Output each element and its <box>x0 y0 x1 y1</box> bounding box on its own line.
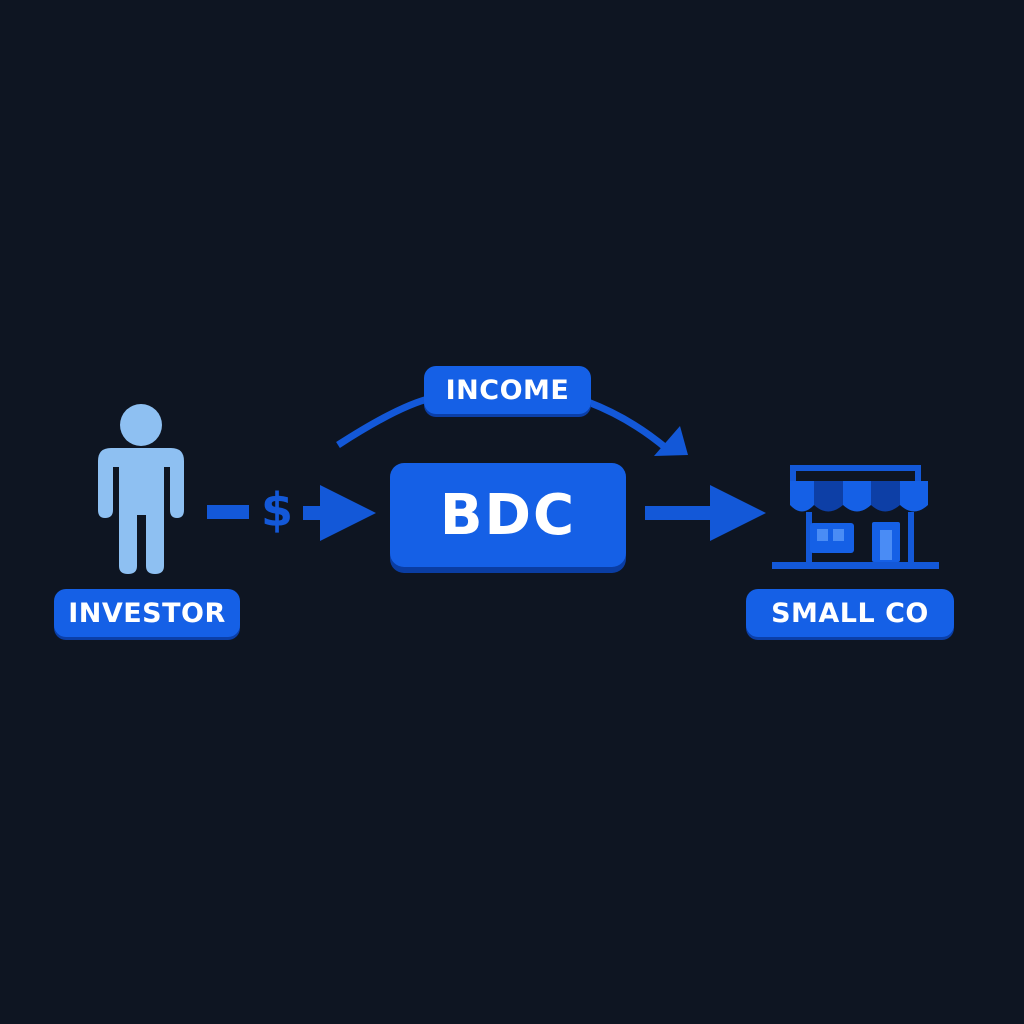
income-label: INCOME <box>424 366 591 414</box>
storefront-icon <box>772 465 939 569</box>
income-arrowhead <box>654 426 688 456</box>
person-icon <box>98 404 184 574</box>
dollar-sign-icon: $ <box>260 483 293 537</box>
income-arc-right <box>586 398 669 451</box>
income-arc <box>336 394 433 448</box>
investor-label: INVESTOR <box>54 589 240 637</box>
bdc-box: BDC <box>390 463 626 567</box>
small-co-label: SMALL CO <box>746 589 954 637</box>
